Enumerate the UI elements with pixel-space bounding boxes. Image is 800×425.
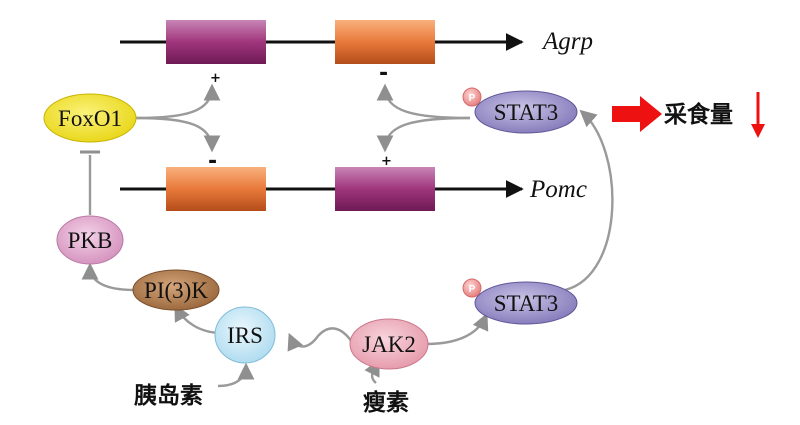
pi3k-node: PI(3)K xyxy=(132,269,220,311)
stat3-bottom-phospho-badge: P xyxy=(462,278,482,298)
foxo1-label: FoxO1 xyxy=(58,106,122,131)
food-intake-result: 采食量 xyxy=(612,92,765,138)
foxo1-node: FoxO1 xyxy=(43,93,137,143)
stat3-bottom-node: STAT3 xyxy=(474,281,578,325)
stat3-top-node: STAT3 xyxy=(474,90,578,134)
pkb-node: PKB xyxy=(56,215,124,265)
stat3-regulation-arrows xyxy=(376,83,471,153)
foxo1-pomc-sign: - xyxy=(208,149,217,174)
red-right-arrow-icon xyxy=(612,96,662,132)
stat3-top-label: STAT3 xyxy=(494,100,559,125)
stat3-agrp-sign: - xyxy=(379,61,388,86)
food-intake-label: 采食量 xyxy=(664,101,733,128)
irs-node: IRS xyxy=(214,306,276,364)
pomc-gene-label: Pomc xyxy=(529,176,587,203)
jak2-label: JAK2 xyxy=(362,332,416,357)
stat3-top-phospho-label: P xyxy=(469,93,476,104)
stat3-bottom-label: STAT3 xyxy=(494,291,559,316)
irs-label: IRS xyxy=(227,323,263,348)
pi3k-label: PI(3)K xyxy=(144,278,208,303)
pomc-orange-segment xyxy=(166,167,266,211)
leptin-label: 瘦素 xyxy=(363,389,409,416)
foxo1-agrp-sign: + xyxy=(210,71,221,86)
irs-to-pi3k-arrow xyxy=(174,304,223,335)
red-down-arrow-icon xyxy=(751,124,765,138)
pkb-label: PKB xyxy=(68,228,113,253)
insulin-label: 胰岛素 xyxy=(133,382,203,409)
pkb-inhibits-foxo1 xyxy=(80,150,100,215)
pomc-purple-segment xyxy=(335,167,435,211)
insulin-to-irs-arrow xyxy=(217,362,255,388)
stat3-translocation-arrow xyxy=(564,109,614,292)
stat3-bottom-phospho-label: P xyxy=(469,284,476,295)
agrp-gene-track: Agrp xyxy=(120,20,593,64)
jak2-node: JAK2 xyxy=(349,318,429,370)
jak2-to-stat3-arrow xyxy=(425,312,489,346)
foxo1-regulation-arrows xyxy=(135,83,221,153)
pomc-gene-track: Pomc xyxy=(120,167,587,211)
pi3k-to-pkb-arrow xyxy=(81,262,136,292)
stat3-top-phospho-badge: P xyxy=(462,87,482,107)
agrp-orange-segment xyxy=(335,20,435,64)
agrp-purple-segment xyxy=(166,20,266,64)
agrp-gene-label: Agrp xyxy=(541,28,593,55)
stat3-pomc-sign: + xyxy=(381,154,392,169)
jak2-to-irs-arrow xyxy=(287,327,353,352)
